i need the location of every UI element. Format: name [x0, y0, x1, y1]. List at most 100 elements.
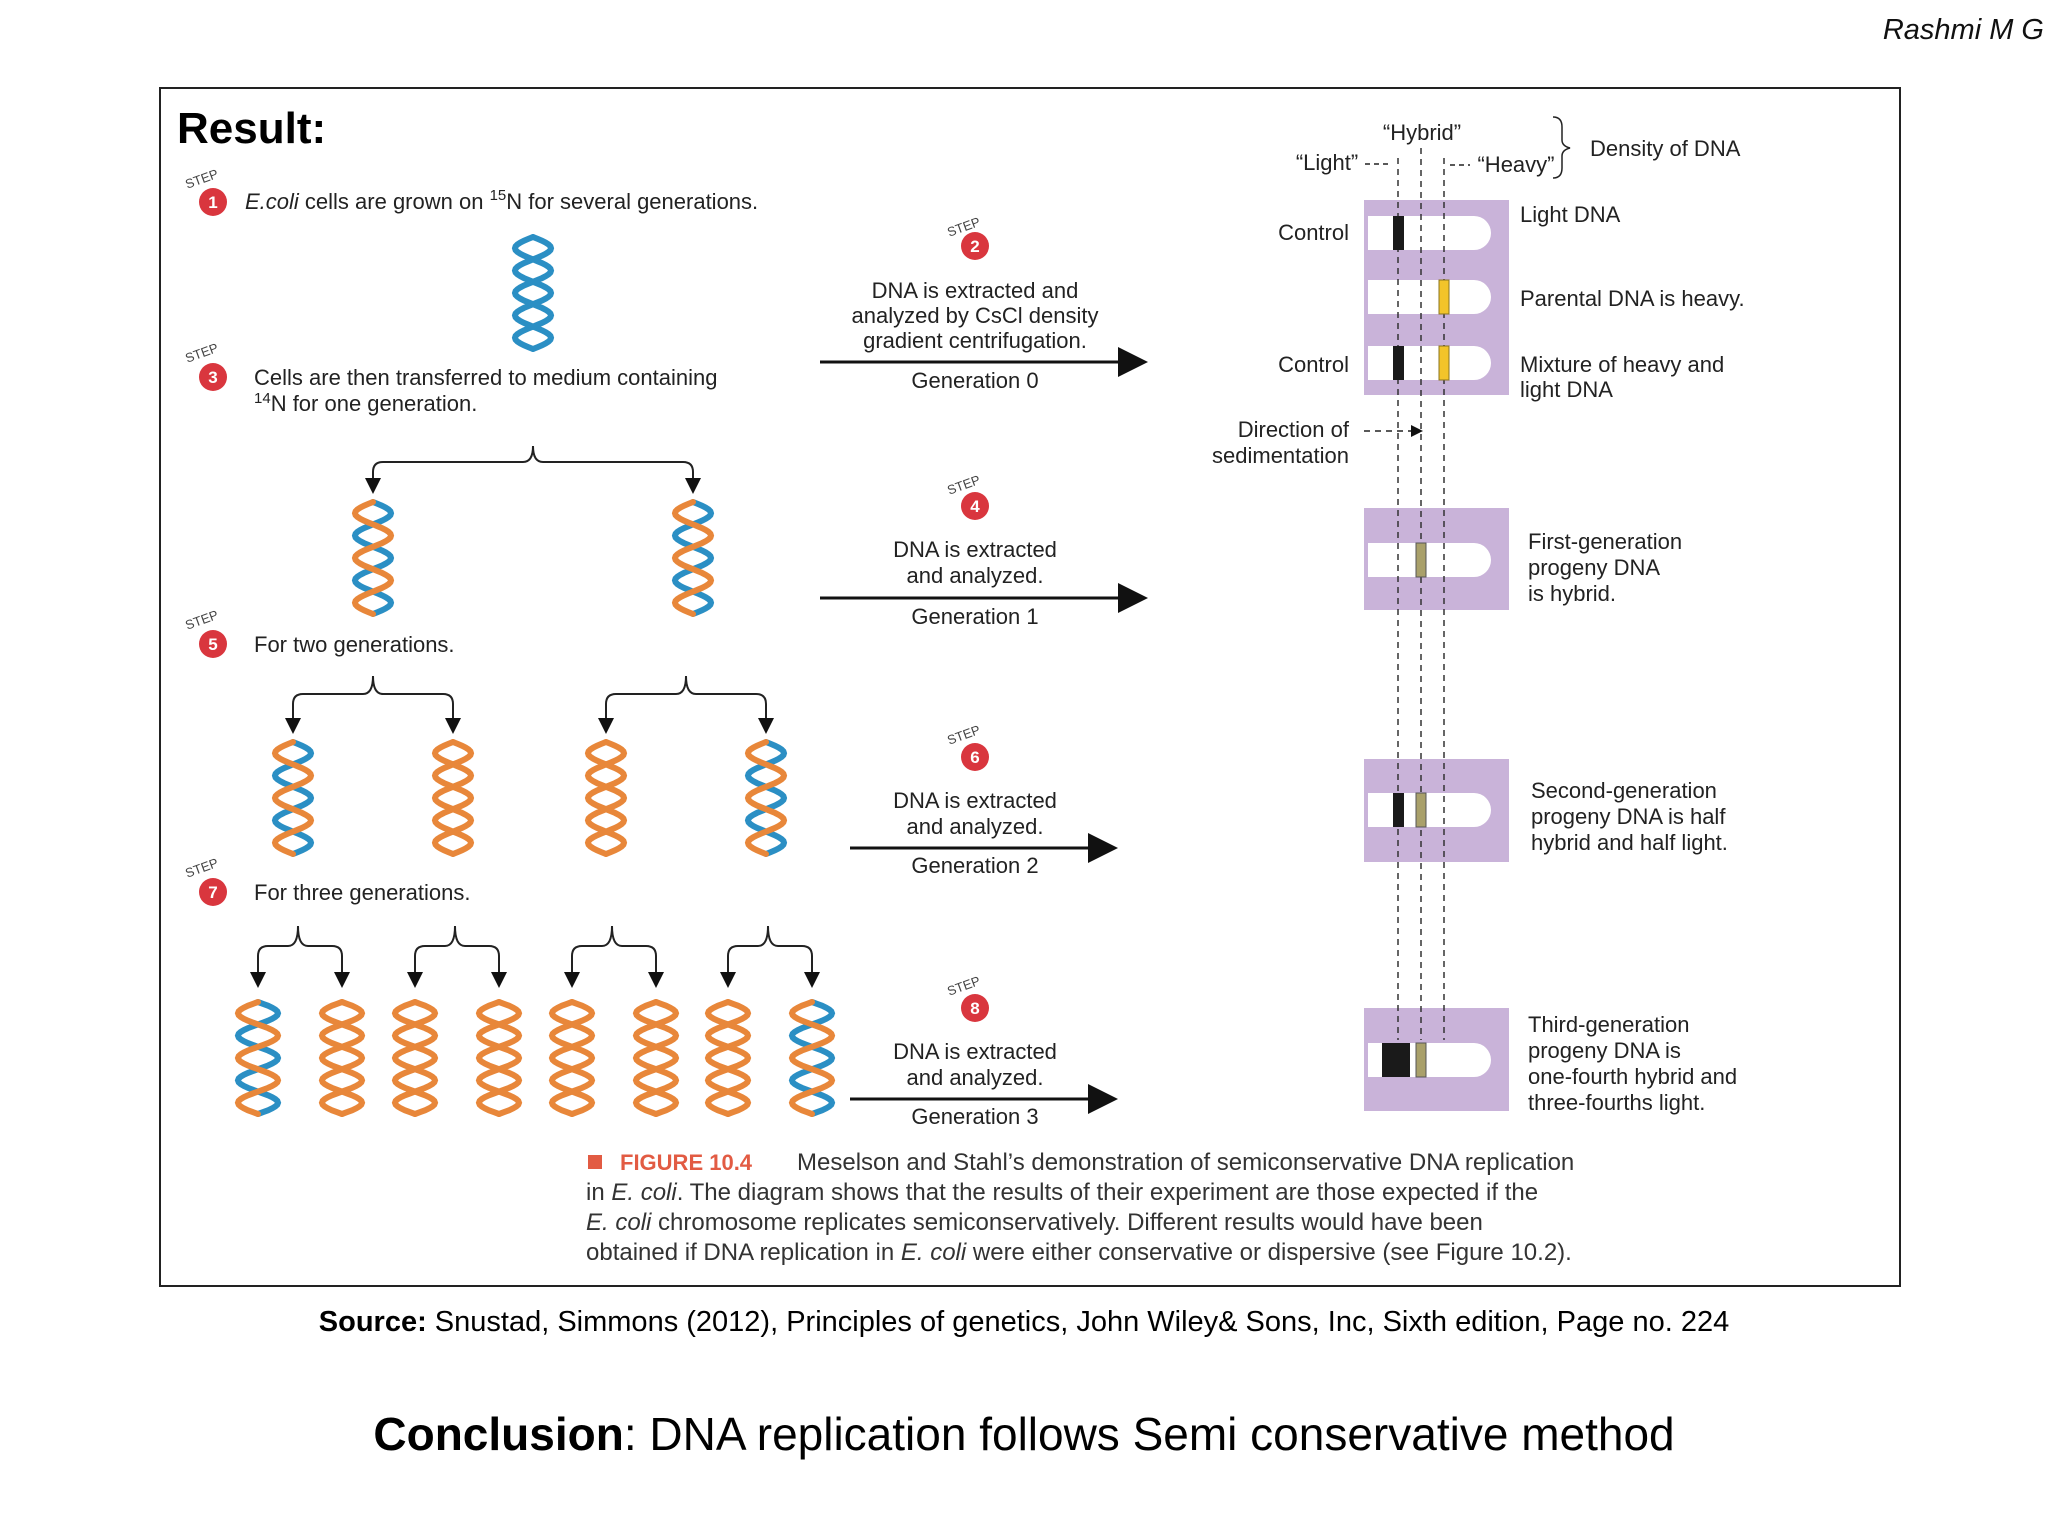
- dna-strand: [351, 499, 395, 617]
- band-light-gen2: [1393, 793, 1404, 827]
- dna-helix: [511, 234, 555, 352]
- control-label-2: Control: [1278, 352, 1349, 377]
- dna-strand: [234, 999, 282, 1117]
- step-7-badge: [199, 878, 227, 906]
- conclusion: Conclusion: DNA replication follows Semi…: [373, 1408, 1675, 1460]
- step-7-number: 7: [208, 883, 217, 902]
- gen2-line3: hybrid and half light.: [1531, 830, 1728, 855]
- gen2-line2: progeny DNA is half: [1531, 804, 1726, 829]
- step-4-badge: [961, 492, 989, 520]
- tube-light: [1368, 216, 1491, 250]
- step-5-number: 5: [208, 635, 217, 654]
- tube-left-labels: Control Control Direction of sedimentati…: [1212, 220, 1423, 468]
- step-6: STEP 6 DNA is extracted and analyzed. Ge…: [850, 722, 1118, 878]
- dna-strand: [271, 739, 315, 857]
- step-8: STEP 8 DNA is extracted and analyzed. Ge…: [850, 973, 1118, 1129]
- dna-strand: [788, 999, 836, 1117]
- caption-line2: in E. coli. The diagram shows that the r…: [586, 1179, 1538, 1206]
- band-heavy-parental: [1438, 279, 1450, 315]
- dna-strand: [632, 999, 680, 1117]
- dna-strand: [744, 739, 788, 857]
- dna-strand: [475, 999, 523, 1117]
- band-light-gen3: [1382, 1043, 1410, 1077]
- generation-0-label: Generation 0: [911, 368, 1038, 393]
- step-5-badge: [199, 630, 227, 658]
- dna-strand: [548, 999, 596, 1117]
- step-2-badge: [961, 232, 989, 260]
- hybrid-label: “Hybrid”: [1383, 120, 1461, 145]
- generation-2-label: Generation 2: [911, 853, 1038, 878]
- step-8-line2: and analyzed.: [907, 1065, 1044, 1090]
- caption-line1: Meselson and Stahl’s demonstration of se…: [797, 1149, 1574, 1176]
- dna-strand: [704, 999, 752, 1117]
- step-3-line1: Cells are then transferred to medium con…: [254, 365, 717, 390]
- step-6-badge: [961, 743, 989, 771]
- split-brackets: [250, 445, 820, 988]
- band-heavy-mixture: [1438, 345, 1450, 381]
- step-3-word: STEP: [183, 340, 220, 366]
- step-2-line1: DNA is extracted and: [872, 278, 1079, 303]
- dna-bands: [1382, 216, 1450, 1078]
- dna-helix: [584, 739, 628, 857]
- band-hybrid-gen1: [1415, 542, 1427, 578]
- result-title: Result:: [177, 104, 327, 153]
- density-brace: [1552, 116, 1571, 179]
- tube-mixture: [1368, 346, 1491, 380]
- tube-panels: [1364, 200, 1509, 1111]
- tube-gen2: [1368, 793, 1491, 827]
- step-3-line2: 14N for one generation.: [254, 390, 477, 416]
- dna-strand: [391, 999, 439, 1117]
- dna-helix: [788, 999, 836, 1117]
- dna-strand: [788, 999, 836, 1117]
- dna-strand: [431, 739, 475, 857]
- dna-strand: [391, 999, 439, 1117]
- dna-strand: [548, 999, 596, 1117]
- band-hybrid-gen3: [1415, 1042, 1427, 1078]
- mixture-line1: Mixture of heavy and: [1520, 352, 1724, 377]
- step-1: STEP 1 E.coli cells are grown on 15N for…: [183, 166, 758, 216]
- step-3: STEP 3 Cells are then transferred to med…: [183, 340, 717, 416]
- step-4-line2: and analyzed.: [907, 563, 1044, 588]
- dna-strand: [511, 234, 555, 352]
- step-6-number: 6: [970, 748, 979, 767]
- light-label: “Light”: [1296, 150, 1358, 175]
- gen3-line2: progeny DNA is: [1528, 1038, 1681, 1063]
- density-label: Density of DNA: [1590, 136, 1741, 161]
- dna-helix: [271, 739, 315, 857]
- step-4-number: 4: [970, 497, 980, 516]
- step-7-text: For three generations.: [254, 880, 470, 905]
- author-name: Rashmi M G: [1882, 14, 2044, 46]
- dna-strand: [744, 739, 788, 857]
- dna-helices: [234, 234, 836, 1117]
- gen2-line1: Second-generation: [1531, 778, 1717, 803]
- step-3-number: 3: [208, 368, 217, 387]
- dna-helix: [548, 999, 596, 1117]
- step-1-word: STEP: [183, 166, 220, 192]
- band-hybrid-gen2: [1415, 792, 1427, 828]
- dna-strand: [704, 999, 752, 1117]
- dna-strand: [584, 739, 628, 857]
- tube-gen1: [1368, 543, 1491, 577]
- mixture-line2: light DNA: [1520, 377, 1613, 402]
- parental-label: Parental DNA is heavy.: [1520, 286, 1745, 311]
- step-6-line1: DNA is extracted: [893, 788, 1057, 813]
- gen3-line4: three-fourths light.: [1528, 1090, 1705, 1115]
- generation-1-label: Generation 1: [911, 604, 1038, 629]
- caption-label: FIGURE 10.4: [620, 1150, 753, 1175]
- heavy-label: “Heavy”: [1477, 152, 1554, 177]
- gen1-line1: First-generation: [1528, 529, 1682, 554]
- dna-strand: [632, 999, 680, 1117]
- dna-strand: [234, 999, 282, 1117]
- dna-helix: [704, 999, 752, 1117]
- dna-helix: [475, 999, 523, 1117]
- dna-helix: [632, 999, 680, 1117]
- dna-strand: [318, 999, 366, 1117]
- caption-marker: [588, 1155, 602, 1169]
- dna-strand: [475, 999, 523, 1117]
- gen3-line1: Third-generation: [1528, 1012, 1689, 1037]
- light-dna-label: Light DNA: [1520, 202, 1621, 227]
- dna-strand: [318, 999, 366, 1117]
- dna-helix: [744, 739, 788, 857]
- direction-line2: sedimentation: [1212, 443, 1349, 468]
- meselson-stahl-diagram: STEP 1 E.coli cells are grown on 15N for…: [183, 116, 1745, 1266]
